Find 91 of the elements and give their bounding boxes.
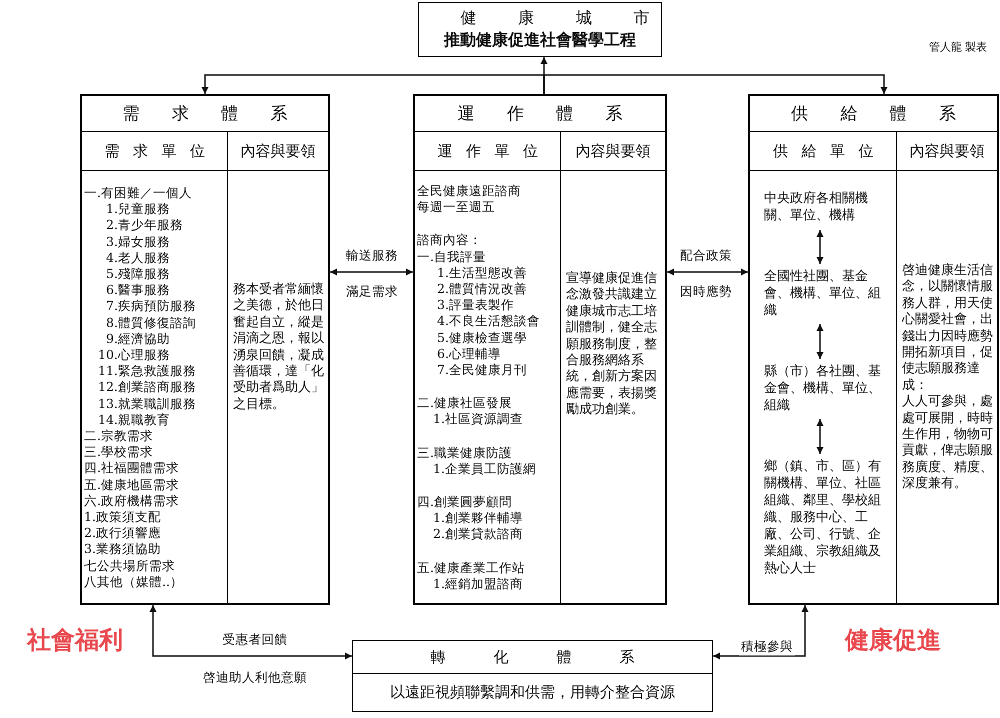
paragraph-text: 以遠距視頻聯繫調和供需，用轉介整合資源 — [389, 682, 676, 703]
column-heading: 供給單位 — [750, 132, 896, 171]
list-item: 六.政府機構需求 — [83, 492, 180, 510]
list-item: 3.評量表製作 — [436, 297, 515, 314]
list-item: 7.全民健康月刊 — [436, 362, 528, 378]
list-item: 2.政行須響應 — [83, 525, 162, 542]
list-item: 7.疾病預防服務 — [105, 298, 197, 315]
list-item: 八其他（媒體..） — [83, 574, 184, 590]
list-item: 4.不良生活懇談會 — [436, 313, 541, 330]
caption-text: 滿足需求 — [344, 284, 400, 300]
column-heading: 內容與要領 — [228, 132, 328, 171]
list-item: 1.兒童服務 — [105, 201, 171, 218]
list-item: 9.經濟協助 — [105, 330, 171, 348]
list-item: 二.健康社區發展 — [416, 395, 513, 412]
paragraph-text: 宣導健康促進信念激發共識建立健康城市志工培訓體制，健全志願服務制度，整合服務網絡系統，創新方案因應需要，表揚獎勵成功創業。 — [565, 271, 658, 419]
list-item: 14.親職教育 — [97, 412, 171, 428]
list-item: 一.自我評量 — [416, 248, 487, 265]
author-note: 管人龍 製表 — [926, 40, 990, 54]
arrow — [816, 230, 824, 264]
organization-text: 鄉（鎮、市、區）有關機構、單位、社區組織、鄰里、學校組織、服務中心、工廠、公司、行號、企業組織、宗教組織及熱心人士 — [764, 458, 892, 598]
title-box — [418, 2, 662, 57]
organization-text: 中央政府各相關機關、單位、機構 — [764, 190, 892, 226]
list-item: 12.創業諮商服務 — [97, 379, 197, 396]
list-item: 一.有困難／一個人 — [83, 185, 193, 202]
edge-label: 受惠者回饋 — [220, 632, 290, 648]
arrow — [713, 605, 808, 660]
system-table — [352, 640, 713, 712]
list-item: 2.創業貸款諮商 — [432, 526, 524, 543]
list-item: 七公共場所需求 — [83, 558, 176, 574]
arrow — [816, 324, 824, 359]
list-item: 五.健康地區需求 — [83, 476, 180, 493]
column-heading: 運作單位 — [415, 132, 560, 171]
title-text: 健康城市 — [460, 7, 661, 29]
list-item: 6.醫事服務 — [105, 282, 171, 298]
caption-text: 啓迪助人利他意願 — [201, 670, 309, 686]
list-item: 五.健康產業工作站 — [416, 560, 526, 576]
section-heading: 需求體系 — [82, 96, 328, 132]
section-heading: 轉化體系 — [353, 641, 712, 674]
list-item: 1.生活型態改善 — [436, 264, 528, 282]
list-item: 2.體質情況改善 — [436, 281, 528, 298]
list-item: 1.社區資源調查 — [432, 411, 524, 428]
arrow — [667, 268, 748, 276]
column-heading: 內容與要領 — [561, 132, 665, 171]
arrow — [330, 268, 413, 276]
organization-text: 全國性社團、基金會、機構、單位、組織 — [764, 268, 892, 320]
title-text: 推動健康促進社會醫學工程 — [442, 29, 637, 51]
caption-text: 因時應勢 — [678, 284, 734, 300]
list-item: 2.青少年服務 — [105, 217, 184, 234]
list-item: 3.業務須協助 — [83, 541, 162, 558]
list-item: 6.心理輔導 — [436, 346, 502, 362]
paragraph-text: 務本受者常緬懷之美德，於他日奮起自立，縱是涓滴之恩，報以湧泉回饋，凝成善循環，達「化受助者爲助人」之目標。 — [232, 282, 325, 414]
arrow — [202, 74, 545, 94]
organization-text: 縣（市）各社團、基金會、機構、單位、組織 — [764, 363, 892, 415]
list-item: 1.創業夥伴輔導 — [432, 510, 524, 526]
list-item: 全民健康遠距諮商 — [416, 183, 522, 200]
list-item: 13.就業職訓服務 — [97, 396, 197, 412]
table-column — [82, 132, 228, 603]
table-column — [750, 132, 897, 603]
list-item: 二.宗教需求 — [83, 428, 154, 444]
edge-label: 輸送服務 — [344, 248, 400, 264]
edge-label: 配合政策 — [678, 248, 734, 264]
list-item: 3.婦女服務 — [105, 234, 171, 250]
list-item: 10.心理服務 — [97, 347, 171, 364]
list-item: 4.老人服務 — [105, 250, 171, 266]
list-item: 四.社福團體需求 — [83, 460, 180, 477]
arrow — [543, 74, 888, 94]
edge-label: 積極參與 — [739, 638, 795, 656]
section-heading: 運作體系 — [415, 96, 665, 132]
system-table — [748, 94, 999, 605]
list-item: 11.緊急救護服務 — [97, 363, 197, 380]
arrow — [816, 419, 824, 454]
table-column — [415, 132, 561, 603]
list-item: 5.殘障服務 — [105, 266, 171, 282]
arrow — [150, 605, 352, 660]
list-item: 三.職業健康防護 — [416, 444, 513, 461]
list-item: 1.經銷加盟諮商 — [432, 576, 524, 592]
list-item: 8.體質修復諮詢 — [105, 314, 197, 331]
section-heading: 供給體系 — [750, 96, 997, 132]
list-item: 1.政策須支配 — [83, 509, 162, 526]
paragraph-text: 啓迪健康生活信念，以關懷情服務人群，用天使心關愛社會，出錢出力因時應勢開拓新項目，促使志願服務達成： — [900, 263, 994, 394]
column-heading: 需求單位 — [82, 132, 227, 171]
system-table — [80, 94, 330, 605]
list-item: 四.創業圓夢顧問 — [416, 494, 513, 510]
column-heading: 內容與要領 — [897, 132, 997, 171]
list-item: 5.健康檢查選學 — [436, 330, 528, 346]
list-item: 每週一至週五 — [416, 199, 496, 216]
list-item: 諮商內容： — [416, 232, 483, 249]
list-item: 1.企業員工防護網 — [432, 460, 537, 478]
system-table — [413, 94, 667, 605]
list-item: 三.學校需求 — [83, 444, 154, 460]
paragraph-text: 人人可參與，處處可展開，時時生作用，物物可貢獻，俾志願服務廣度、精度、深度兼有。 — [901, 394, 994, 493]
